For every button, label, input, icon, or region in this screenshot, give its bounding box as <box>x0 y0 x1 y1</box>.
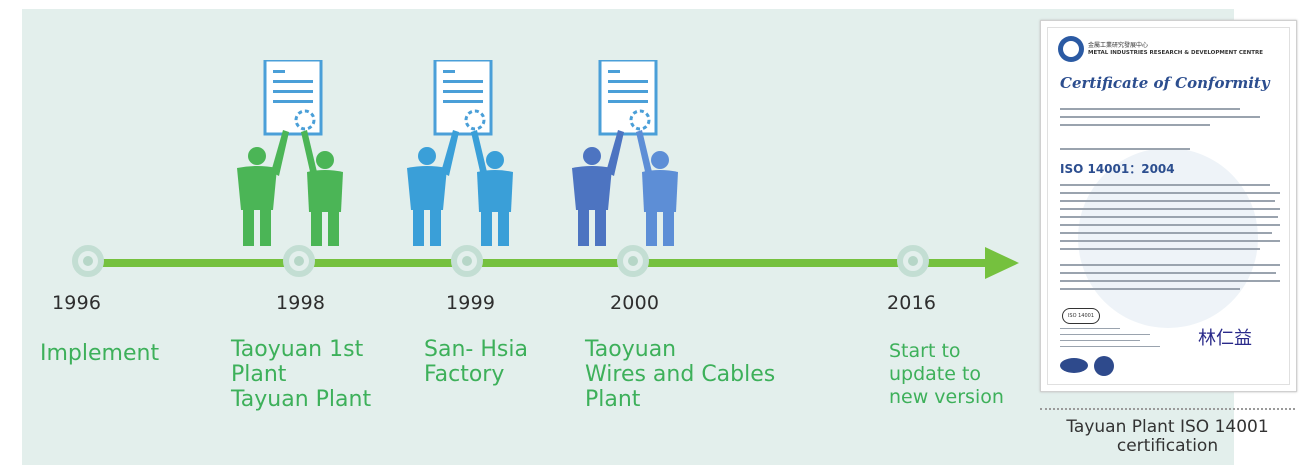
text-line <box>1060 346 1160 347</box>
text-line <box>1060 248 1260 250</box>
text-line <box>1060 148 1190 150</box>
text-line <box>1060 272 1276 274</box>
person-left <box>407 130 459 246</box>
text-line <box>1060 240 1280 242</box>
milestone-node-2016 <box>897 245 929 277</box>
text-line <box>1060 264 1280 266</box>
milestone-label-1998: Taoyuan 1st Plant Tayuan Plant <box>231 337 372 412</box>
document-icon <box>433 60 493 136</box>
document-icon <box>263 60 323 136</box>
year-1999: 1999 <box>446 292 496 314</box>
year-1996: 1996 <box>52 292 102 314</box>
text-line <box>1060 280 1280 282</box>
text-line <box>1060 334 1150 335</box>
certificate-org-en: METAL INDUSTRIES RESEARCH & DEVELOPMENT … <box>1088 50 1263 56</box>
milestone-label-2016: Start to update to new version <box>889 340 1004 408</box>
text-line <box>1060 208 1280 210</box>
text-line <box>1060 192 1280 194</box>
person-left <box>237 130 289 246</box>
iso-badge: ISO 14001 <box>1062 308 1100 324</box>
milestone-node-1999 <box>451 245 483 277</box>
text-line <box>1060 288 1240 290</box>
text-line <box>1060 232 1272 234</box>
certificate-caption: Tayuan Plant ISO 14001 certification <box>1066 417 1269 456</box>
milestone-node-1998 <box>283 245 315 277</box>
text-line <box>1060 216 1278 218</box>
text-line <box>1060 124 1210 126</box>
figure-1999 <box>407 60 513 246</box>
year-2000: 2000 <box>610 292 660 314</box>
text-line <box>1060 224 1280 226</box>
person-right <box>636 130 678 246</box>
signature: 林仁益 <box>1198 328 1252 349</box>
milestone-label-1996: Implement <box>40 341 160 366</box>
year-1998: 1998 <box>276 292 326 314</box>
text-line <box>1060 116 1260 118</box>
person-right <box>301 130 343 246</box>
watermark-shape <box>1078 148 1258 328</box>
text-line <box>1060 108 1240 110</box>
text-line <box>1060 340 1140 341</box>
figure-2000 <box>572 60 678 246</box>
certificate-org-cn: 金屬工業研究發展中心 <box>1088 42 1149 49</box>
document-icon <box>598 60 658 136</box>
certificate-title: Certificate of Conformity <box>1060 74 1270 92</box>
caption-divider <box>1040 408 1295 410</box>
iso-certificate-image: 金屬工業研究發展中心 METAL INDUSTRIES RESEARCH & D… <box>1040 20 1297 392</box>
person-left <box>572 130 624 246</box>
iaf-logo-icon <box>1094 356 1114 376</box>
figure-1998 <box>237 60 343 246</box>
taf-logo-icon <box>1060 358 1088 373</box>
text-line <box>1060 328 1120 329</box>
certificate-standard: ISO 14001：2004 <box>1060 162 1175 176</box>
milestone-node-2000 <box>617 245 649 277</box>
year-2016: 2016 <box>887 292 937 314</box>
milestone-label-1999: San- Hsia Factory <box>424 337 528 387</box>
milestone-label-2000: Taoyuan Wires and Cables Plant <box>585 337 776 412</box>
mirdc-logo-icon <box>1058 36 1084 62</box>
text-line <box>1060 200 1275 202</box>
timeline-arrow-icon <box>985 247 1019 279</box>
timeline-axis <box>90 259 990 267</box>
milestone-node-1996 <box>72 245 104 277</box>
text-line <box>1060 184 1270 186</box>
person-right <box>471 130 513 246</box>
